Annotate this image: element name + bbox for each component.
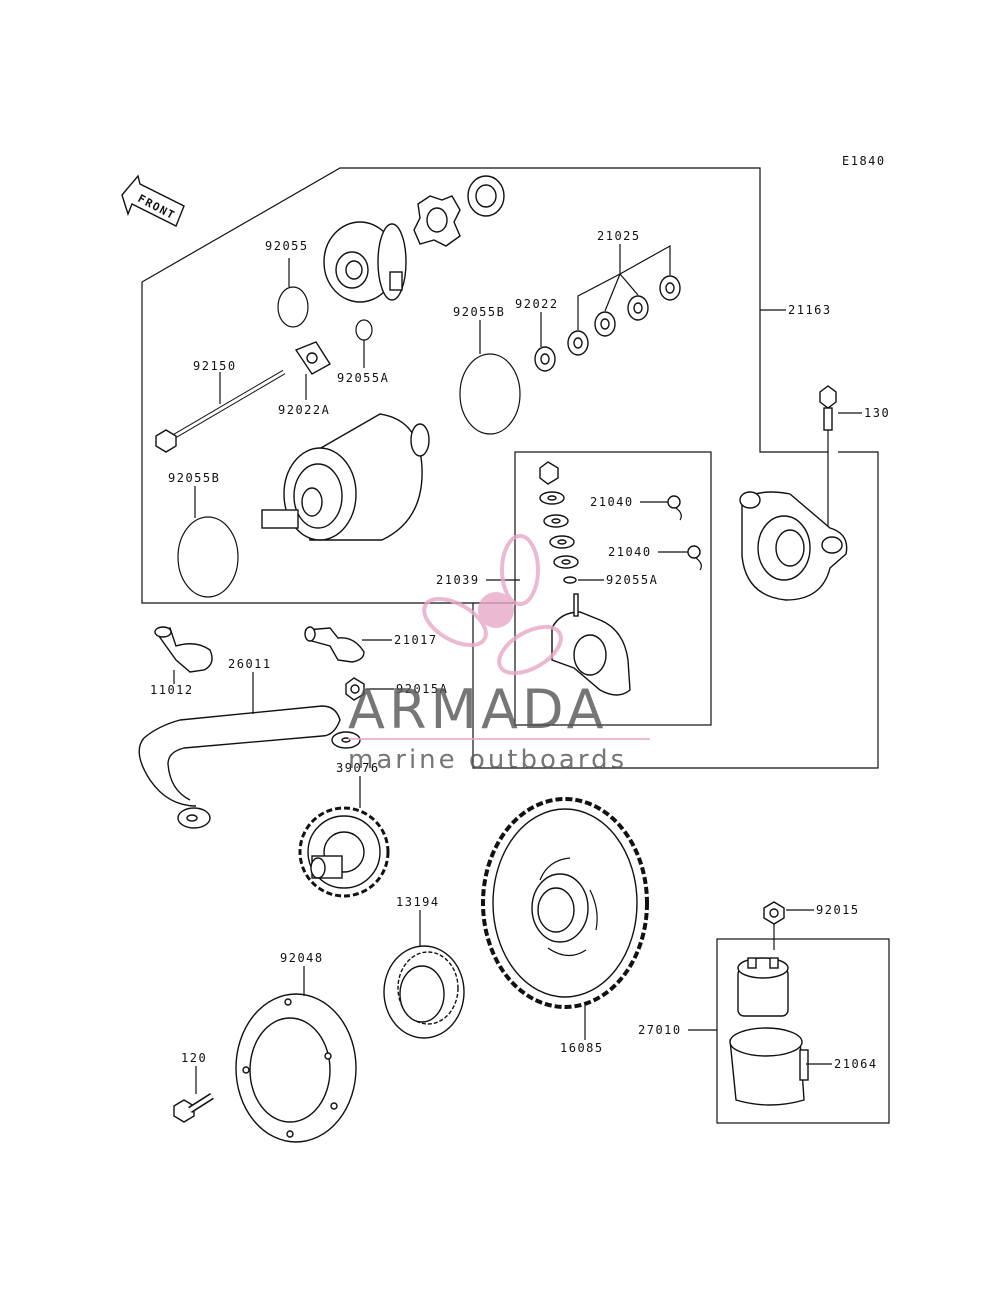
label-92055a-top: 92055A [337,371,389,385]
label-21040-b: 21040 [608,545,652,559]
nut-92015 [763,901,785,925]
bolt-120 [173,1093,214,1123]
starter-assembly-outline [141,167,828,453]
o-ring-92055a-top [355,319,373,341]
brush-plate-part [551,593,631,696]
label-11012: 11012 [150,683,194,697]
label-92055: 92055 [265,239,309,253]
brush-spring-21040-b [687,545,702,571]
nut-92015a [345,677,365,701]
label-21017: 21017 [394,633,438,647]
lock-plate-part [413,195,461,247]
label-21064: 21064 [834,1057,878,1071]
label-92048: 92048 [280,951,324,965]
label-39076: 39076 [336,761,380,775]
label-130: 130 [864,406,890,420]
starter-clutch-gear-16085 [481,797,649,1009]
starter-cable-26011 [138,705,361,829]
brush-holder-box [514,451,712,726]
label-92015: 92015 [816,903,860,917]
o-ring-92055 [277,286,309,328]
label-21039: 21039 [436,573,480,587]
label-92150: 92150 [193,359,237,373]
one-way-clutch-13194 [383,945,465,1039]
starter-assembly-outline-right [472,451,879,769]
solenoid-box [716,938,890,1124]
label-16085: 16085 [560,1041,604,1055]
brush-spring-21040-a [667,495,682,521]
watermark-tagline: marine outboards [348,745,627,775]
propeller-logo-icon [422,534,563,676]
label-21040-a: 21040 [590,495,634,509]
starter-assembly-outline-lower [141,282,515,604]
diagram-code: E1840 [842,154,886,168]
terminal-nut-stack [539,461,579,584]
idle-gear-39076 [298,806,390,898]
terminal-boot-21017 [304,626,365,663]
label-21163: 21163 [788,303,832,317]
label-13194: 13194 [396,895,440,909]
coupling-plate-92048 [235,993,357,1143]
label-120: 120 [181,1051,207,1065]
label-27010: 27010 [638,1023,682,1037]
o-ring-92055b-left [177,516,239,598]
label-92015a: 92015A [396,682,448,696]
washer-set-21025 [567,275,681,356]
watermark-brand: ARMADA [348,678,608,741]
front-bracket-part [739,491,848,601]
through-bolt-92150 [155,369,286,453]
label-21025: 21025 [597,229,641,243]
label-92055b-left: 92055B [168,471,220,485]
armada-watermark: ARMADA marine outboards [348,534,650,775]
solenoid-cover-21064 [729,1027,809,1106]
washer-92022a [294,341,331,375]
washer-92022 [534,346,556,372]
starter-solenoid-27010 [737,957,789,1017]
label-92055a-mid: 92055A [606,573,658,587]
front-arrow-icon: FRONT [121,174,185,227]
terminal-boot-11012 [154,626,213,673]
thrust-washer-part [467,175,505,217]
end-cover-part [323,221,407,303]
label-92055b-mid: 92055B [453,305,505,319]
label-26011: 26011 [228,657,272,671]
label-92022a: 92022A [278,403,330,417]
label-92022: 92022 [515,297,559,311]
o-ring-92055b-mid [459,353,521,435]
motor-yoke-part [261,413,430,541]
bolt-130 [819,385,837,431]
